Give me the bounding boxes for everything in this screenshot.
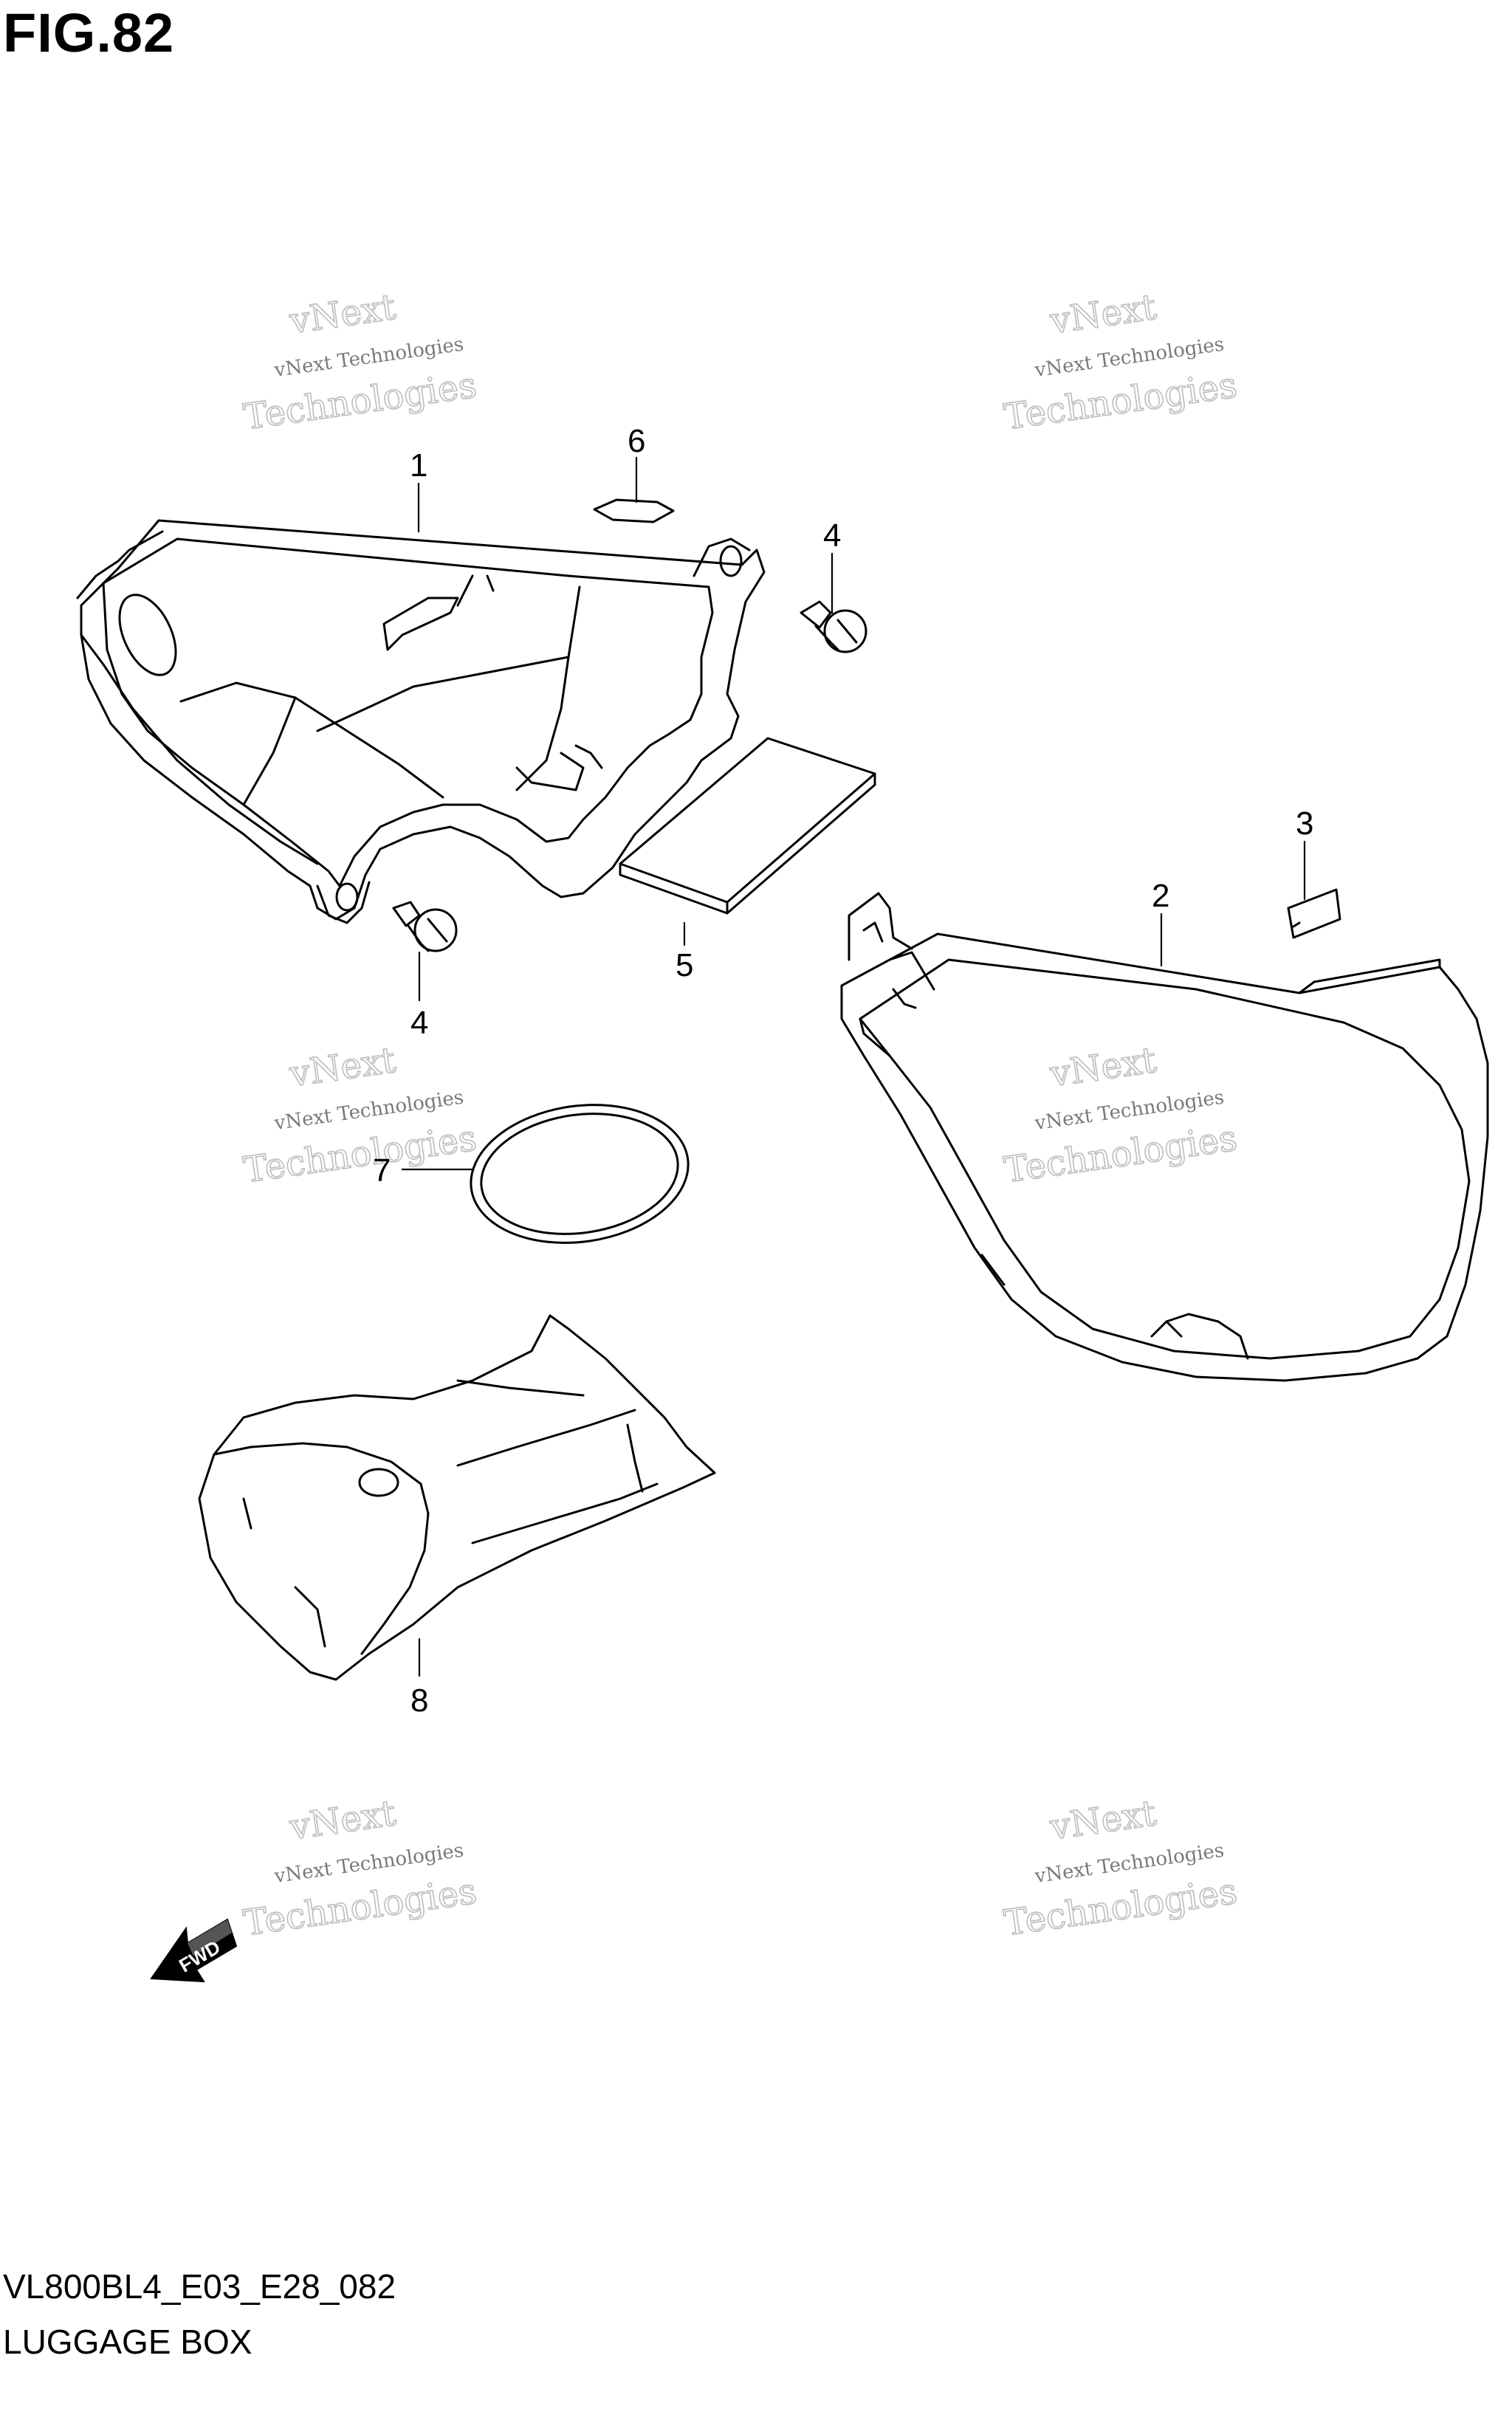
part-5-plate — [619, 737, 876, 915]
model-code: VL800BL4_E03_E28_082 — [3, 2267, 396, 2306]
watermark-bottom-left: vNext Technologies vNext Technologies — [241, 1792, 480, 1945]
part-4-screw-bottom — [392, 901, 458, 952]
callout-6: 6 — [628, 423, 645, 459]
part-4-screw-top — [800, 600, 867, 653]
watermark-bottom-right: vNext Technologies vNext Technologies — [1001, 1792, 1240, 1945]
callout-5: 5 — [676, 947, 693, 983]
part-1-luggage-box — [76, 519, 766, 924]
part-7-ring — [470, 1104, 690, 1244]
part-3-pad — [1287, 888, 1341, 939]
watermark-middle-right: vNext Technologies vNext Technologies — [1001, 1039, 1240, 1192]
svg-text:vNext: vNext — [286, 1793, 398, 1849]
svg-text:vNext: vNext — [1047, 1039, 1158, 1096]
callout-7: 7 — [373, 1152, 391, 1189]
callout-3: 3 — [1296, 805, 1313, 842]
svg-text:vNext: vNext — [1047, 1793, 1158, 1849]
callout-1: 1 — [410, 447, 427, 484]
callout-4-top: 4 — [823, 518, 841, 554]
part-2-side-cover — [840, 892, 1489, 1382]
figure-title: FIG.82 — [3, 2, 175, 63]
callout-8: 8 — [410, 1683, 428, 1719]
section-title: LUGGAGE BOX — [3, 2323, 252, 2361]
svg-text:vNext: vNext — [286, 286, 398, 343]
watermark-top-right: vNext Technologies vNext Technologies — [1001, 286, 1240, 439]
svg-text:vNext: vNext — [1047, 286, 1158, 343]
callout-2: 2 — [1152, 878, 1169, 914]
leader-lines — [401, 456, 1306, 1677]
watermark-top-left: vNext Technologies vNext Technologies — [241, 286, 480, 439]
watermark-middle-left: vNext Technologies vNext Technologies — [241, 1039, 480, 1192]
callout-4-bottom: 4 — [410, 1005, 428, 1041]
part-6-pad — [593, 498, 675, 523]
svg-text:vNext: vNext — [286, 1039, 398, 1096]
part-8-mat — [198, 1314, 716, 1681]
fwd-arrow-icon: FWD — [150, 1918, 238, 1983]
